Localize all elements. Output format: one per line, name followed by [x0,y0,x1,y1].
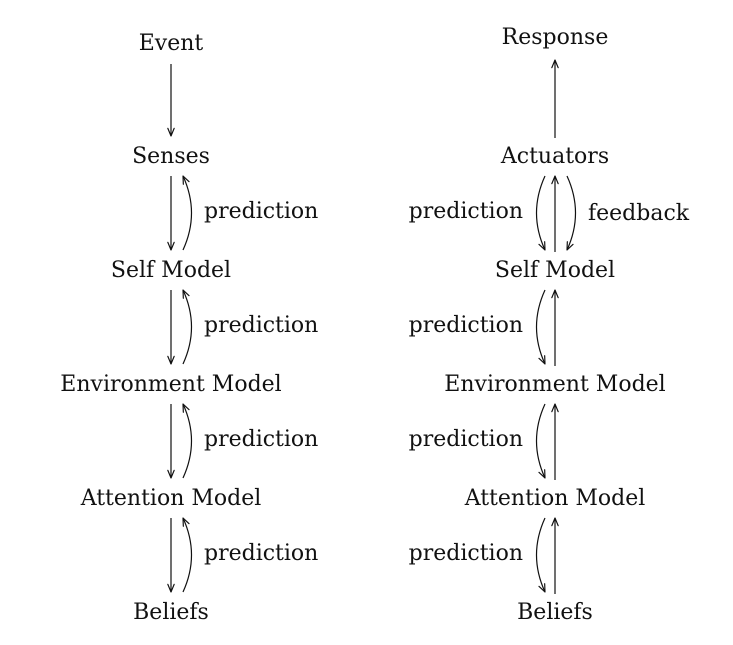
right-prediction-curve-1 [536,175,546,250]
left-edge-label-prediction-1: prediction [204,199,319,224]
right-node-beliefs: Beliefs [517,600,593,625]
left-node-self-model: Self Model [110,258,232,283]
right-feedback-curve [567,175,576,250]
right-prediction-curve-3 [536,403,546,478]
left-edge-label-prediction-3: prediction [204,427,319,452]
right-edge-label-prediction-2: prediction [408,313,523,338]
right-node-environment-model: Environment Model [444,372,666,397]
right-prediction-curve-4 [536,517,546,592]
left-node-environment-model: Environment Model [60,372,282,397]
left-prediction-curve-4 [183,518,192,593]
left-node-attention-model: Attention Model [80,486,262,511]
right-node-response: Response [501,25,609,50]
right-edge-label-prediction-4: prediction [408,541,523,566]
right-node-actuators: Actuators [500,144,610,169]
left-node-beliefs: Beliefs [133,600,209,625]
right-edge-label-prediction-3: prediction [408,427,523,452]
left-edge-label-prediction-2: prediction [204,313,319,338]
left-node-senses: Senses [132,144,210,169]
left-prediction-curve-3 [183,404,192,479]
right-node-attention-model: Attention Model [464,486,646,511]
left-prediction-curve-2 [183,290,192,365]
right-prediction-curve-2 [536,289,546,364]
left-prediction-curve-1 [183,176,192,251]
left-node-event: Event [138,31,204,56]
right-edge-label-feedback: feedback [588,201,690,226]
left-edge-label-prediction-4: prediction [204,541,319,566]
right-edge-label-prediction-1: prediction [408,199,523,224]
right-node-self-model: Self Model [494,258,616,283]
